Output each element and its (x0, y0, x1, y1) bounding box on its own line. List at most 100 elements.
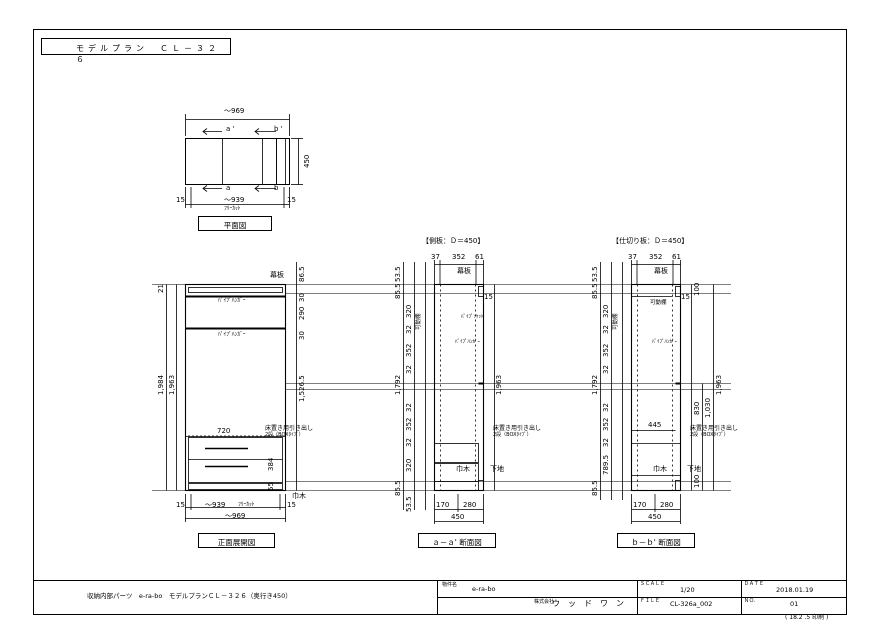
section-a-drawer-label-1: 床置き用引き出し (493, 425, 542, 432)
plan-section-b-bottom: b (274, 184, 279, 192)
section-b-dim-r1: 100 (693, 282, 701, 296)
front-inner-height: 1,963 (168, 374, 176, 395)
plan-section-a-bottom: a (226, 184, 231, 192)
front-top-height: 21 (157, 284, 165, 293)
front-dim-r0: 86.5 (298, 266, 306, 282)
section-a-dim-l3: 32 (405, 325, 413, 334)
plan-view (185, 114, 303, 208)
footer-scale-value: 1/20 (680, 586, 695, 594)
section-b-caption: ｂ－ｂ' 断面図 (617, 533, 695, 548)
section-b-label-bottom: 下地 (687, 465, 701, 473)
section-b-view (600, 260, 714, 524)
title-block-lines (33, 580, 847, 615)
section-a-top-dim-0: 37 (431, 253, 440, 261)
section-b-dim-l7: 32 (602, 403, 610, 412)
section-a-bottom-dim-1: 280 (463, 501, 477, 509)
plan-section-a-top: a ' (226, 125, 235, 133)
section-b-hanger: ﾊﾟｲﾌﾟﾊﾝｶﾞｰ (652, 339, 678, 345)
section-a-view (403, 260, 495, 524)
section-b-top-dim-0: 37 (628, 253, 637, 261)
front-elevation (166, 262, 297, 522)
section-a-dim-l4: 352 (405, 343, 413, 357)
front-dim-r4: 1,526.5 (298, 375, 306, 402)
drawing-title: モデルプラン ＣＬ－３２６ (41, 38, 231, 64)
front-dim-r3: 30 (298, 331, 306, 340)
section-b-dim-l5: 32 (602, 365, 610, 374)
section-b-small: 15 (681, 293, 690, 301)
section-b-dim-l1: 85.5 (591, 283, 599, 299)
section-b-dim-l6: 1,792 (591, 374, 599, 395)
footer-company-label: 株式会社 (534, 599, 555, 605)
section-b-top-dim-1: 352 (649, 253, 663, 261)
footer-scale-label: ＳＣＡＬＥ (640, 581, 666, 587)
section-b-dim-l8: 352 (602, 417, 610, 431)
section-b-dim-r4: 100 (693, 474, 701, 488)
footer-no-label: ＮＯ. (744, 598, 756, 604)
section-b-dim-l4: 352 (602, 343, 610, 357)
front-dim-r6: 55 (267, 482, 275, 491)
section-b-dim-l11: 85.5 (591, 480, 599, 496)
section-a-drawer-label-2: 2段（BOXﾀｲﾌﾟ） (493, 432, 532, 438)
footer-project-value: e-ra-bo (472, 585, 496, 593)
section-b-top-dim-2: 61 (672, 253, 681, 261)
section-a-top-dim-1: 352 (452, 253, 466, 261)
footer-no-value: 01 (790, 600, 799, 608)
front-drawer-width: 720 (217, 427, 231, 435)
section-b-dim-l9: 32 (602, 438, 610, 447)
footer-file-label: ＦＩＬＥ (640, 598, 661, 604)
section-b-label-base: 巾木 (653, 465, 667, 473)
outer-frame (33, 29, 847, 615)
section-b-dim-r3: 1,030 (704, 397, 712, 418)
section-a-dim-right: 1,963 (495, 374, 503, 395)
front-hanger-2: ﾊﾟｲﾌﾟﾊﾝｶﾞｰ (218, 332, 246, 338)
footer-project-label: 物件名 (442, 582, 458, 588)
section-b-dim-l0: 53.5 (591, 266, 599, 282)
section-b-dim-l3: 32 (602, 325, 610, 334)
front-dim-r2: 290 (298, 306, 306, 320)
section-a-hanger: ﾊﾟｲﾌﾟﾊﾝｶﾞｰ (455, 339, 481, 345)
front-overall-height: 1,984 (157, 374, 165, 395)
front-label-bottom: 巾木 (292, 492, 306, 500)
front-caption: 正面展開図 (198, 533, 275, 548)
section-a-dim-l0: 53.5 (394, 266, 402, 282)
section-b-bottom-dim-0: 170 (633, 501, 647, 509)
section-a-pipe: ﾊﾟｲﾌﾟｿｹｯﾄ (461, 314, 484, 320)
front-free-cut: ﾌﾘｰｶｯﾄ (238, 502, 255, 508)
section-a-bottom-total: 450 (451, 513, 465, 521)
section-a-dim-l7: 32 (405, 403, 413, 412)
section-a-dim-l8: 352 (405, 417, 413, 431)
section-a-bottom-dim-0: 170 (436, 501, 450, 509)
section-b-drawer-label-2: 2段（BOXﾀｲﾌﾟ） (690, 432, 729, 438)
section-a-top-dim-2: 61 (475, 253, 484, 261)
plan-caption: 平面図 (198, 216, 272, 231)
section-a-dim-l12: 53.5 (405, 496, 413, 512)
section-a-small: 15 (484, 293, 493, 301)
section-b-label-top: 幕板 (654, 267, 668, 275)
section-b-dim-l10: 789.5 (602, 454, 610, 475)
section-b-label-shelf: 可動棚 (650, 300, 667, 306)
footer-company-value: ウ ッ ド ワ ン (552, 599, 624, 608)
plan-side-right: 15 (287, 196, 296, 204)
footer-date-value: 2018.01.19 (776, 586, 814, 594)
section-a-dim-l2: 320 (405, 304, 413, 318)
front-width-bottom: ～939 (205, 501, 226, 509)
plan-side-left: 15 (176, 196, 185, 204)
section-a-dim-l9: 32 (405, 438, 413, 447)
footer-description: 収納内部パーツ e-ra-bo モデルプランＣＬ－３２６（奥行き450） (87, 592, 292, 600)
section-b-depth-label: 445 (648, 421, 662, 429)
section-b-dim-l2: 320 (602, 304, 610, 318)
section-b-heading: 【仕切り板：Ｄ＝450】 (612, 237, 689, 245)
front-label-top: 幕板 (270, 271, 284, 279)
section-a-dim-l6: 1,792 (394, 374, 402, 395)
front-dim-r1: 30 (298, 293, 306, 302)
front-drawer-label-1: 床置き用引き出し (265, 425, 314, 432)
section-b-bottom-total: 450 (648, 513, 662, 521)
plan-width-bottom: ～939 (224, 196, 245, 204)
footer-date-label: ＤＡＴＥ (744, 581, 765, 587)
front-hanger-1: ﾊﾟｲﾌﾟﾊﾝｶﾞｰ (218, 298, 246, 304)
section-a-dim-l1: 85.5 (394, 283, 402, 299)
front-width-total: ～969 (225, 512, 246, 520)
section-a-heading: 【側板：Ｄ＝450】 (422, 237, 485, 245)
